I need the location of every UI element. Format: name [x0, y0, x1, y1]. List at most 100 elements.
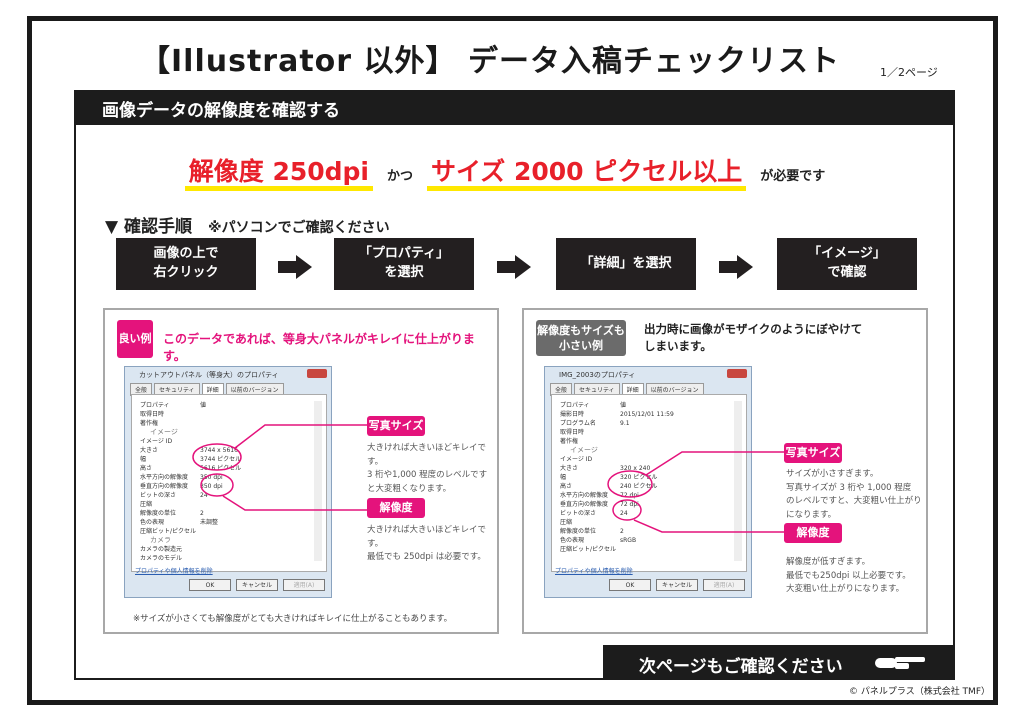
requirement-suffix: が必要です	[760, 169, 826, 184]
photo-size-description: 大きければ大きいほどキレイです。 3 桁や1,000 程度のレベルです と大変粗…	[367, 443, 488, 494]
property-row: 色の表現未調整	[140, 518, 312, 527]
property-value: 3744 x 5616	[200, 447, 238, 454]
resolution-description: 解像度が低すぎます。 最低でも250dpi 以上必要です。 大変粗い仕上がりにな…	[786, 557, 911, 595]
next-page-banner: 次ページもご確認ください	[603, 645, 955, 680]
property-row: 圧縮ビット/ピクセル	[140, 527, 312, 536]
resolution-tag: 解像度	[784, 523, 842, 543]
callout-lines	[607, 451, 784, 533]
procedure-note: ※パソコンでご確認ください	[208, 220, 390, 236]
property-row: 著作権	[140, 419, 312, 428]
property-value: 2	[620, 528, 624, 535]
property-name: 大きさ	[560, 465, 579, 472]
property-row: 大きさ 320 x 240	[560, 464, 732, 473]
property-name: プロパティ	[560, 402, 590, 409]
property-value: 72 dpi	[620, 492, 639, 499]
property-value: 240 ピクセル	[620, 483, 658, 490]
property-name: 大きさ	[140, 447, 159, 454]
property-value: 72 dpi	[620, 501, 639, 508]
property-value: 2015/12/01 11:59	[620, 411, 674, 418]
apply-button[interactable]: 適用(A)	[703, 579, 745, 591]
good-badge: 良い例	[117, 320, 153, 358]
photo-size-tag: 写真サイズ	[367, 416, 425, 436]
resolution-tag: 解像度	[367, 498, 425, 518]
property-row: 水平方向の解像度 72 dpi	[560, 491, 732, 500]
ok-button[interactable]: OK	[189, 579, 231, 591]
property-row: 幅 320 ピクセル	[560, 473, 732, 482]
photo-size-tag: 写真サイズ	[784, 443, 842, 463]
property-row: カメラ	[140, 536, 312, 545]
property-name: 撮影日時	[560, 411, 585, 418]
property-row: 圧縮	[560, 518, 732, 527]
property-value: 350 dpi	[200, 474, 223, 481]
section-title: 画像データの解像度を確認する	[74, 90, 955, 125]
property-name: 圧縮ビット/ピクセル	[560, 546, 617, 553]
next-page-text: 次ページもご確認ください	[639, 657, 843, 677]
page-frame	[27, 16, 998, 705]
cancel-button[interactable]: キャンセル	[236, 579, 278, 591]
property-name: 幅	[140, 456, 147, 463]
step-4: 「イメージ」 で確認	[777, 238, 917, 290]
property-name: プロパティ	[140, 402, 170, 409]
close-icon[interactable]	[727, 369, 747, 378]
property-name: 著作権	[560, 438, 579, 445]
property-row: 著作権	[560, 437, 732, 446]
property-name: 圧縮	[560, 519, 573, 526]
close-icon[interactable]	[307, 369, 327, 378]
property-name: 圧縮	[140, 501, 153, 508]
property-name: ビットの深さ	[140, 492, 177, 499]
bad-badge: 解像度もサイズも 小さい例	[536, 320, 626, 356]
properties-dialog: カットアウトパネル（等身大）のプロパティ 全般セキュリティ詳細以前のバージョン …	[124, 366, 332, 598]
resolution-description: 大きければ大きいほどキレイです。 最低でも 250dpi は必要です。	[367, 525, 487, 563]
property-name: 幅	[560, 474, 567, 481]
property-row: 取得日時	[140, 410, 312, 419]
property-name: カメラの製造元	[140, 546, 183, 553]
property-name: 水平方向の解像度	[560, 492, 609, 499]
step-2: 「プロパティ」 を選択	[334, 238, 474, 290]
property-name: 著作権	[140, 420, 159, 427]
property-row: イメージ	[140, 428, 312, 437]
dialog-tabs: 全般セキュリティ詳細以前のバージョン	[550, 383, 704, 396]
scrollbar[interactable]	[314, 401, 322, 561]
property-name: 色の表現	[560, 537, 585, 544]
good-example-panel: 良い例 このデータであれば、等身大パネルがキレイに仕上がります。 カットアウトパ…	[103, 308, 499, 634]
apply-button[interactable]: 適用(A)	[283, 579, 325, 591]
property-name: プログラム名	[560, 420, 596, 427]
property-name: カメラ	[150, 536, 171, 544]
property-value: 2	[200, 510, 204, 517]
remove-properties-link[interactable]: プロパティや個人情報を削除	[555, 568, 633, 575]
property-value: 3744 ピクセル	[200, 456, 242, 463]
property-row: ビットの深さ 24	[140, 491, 312, 500]
callout-lines	[192, 424, 367, 511]
dialog-title: カットアウトパネル（等身大）のプロパティ	[139, 371, 279, 379]
step-3: 「詳細」を選択	[556, 238, 696, 290]
requirement-resolution: 解像度 250dpi	[184, 157, 373, 191]
page-number: 1／2ページ	[880, 66, 938, 79]
properties-dialog: IMG_2003のプロパティ 全般セキュリティ詳細以前のバージョン プロパティ値…	[544, 366, 752, 598]
property-name: 高さ	[560, 483, 573, 490]
property-row: カメラのモデル	[140, 554, 312, 561]
property-value: 値	[620, 402, 627, 409]
property-value: 24	[200, 492, 208, 499]
property-value: 5616 ピクセル	[200, 465, 242, 472]
property-name: 解像度の単位	[560, 528, 597, 535]
property-row: 高さ 240 ピクセル	[560, 482, 732, 491]
property-value: 320 x 240	[620, 465, 651, 472]
property-value: 320 ピクセル	[620, 474, 658, 481]
property-row: カメラの製造元	[140, 545, 312, 554]
step-1: 画像の上で 右クリック	[116, 238, 256, 290]
property-name: 取得日時	[140, 411, 165, 418]
property-value: 9.1	[620, 420, 630, 427]
remove-properties-link[interactable]: プロパティや個人情報を削除	[135, 568, 213, 575]
requirement-size: サイズ 2000 ピクセル以上	[427, 157, 747, 191]
scrollbar[interactable]	[734, 401, 742, 561]
cancel-button[interactable]: キャンセル	[656, 579, 698, 591]
property-row: 圧縮ビット/ピクセル	[560, 545, 732, 554]
procedure-heading: ▼ 確認手順※パソコンでご確認ください	[105, 212, 390, 237]
property-name: イメージ	[150, 428, 178, 436]
property-name: 高さ	[140, 465, 153, 472]
pointing-hand-icon	[875, 657, 925, 669]
ok-button[interactable]: OK	[609, 579, 651, 591]
